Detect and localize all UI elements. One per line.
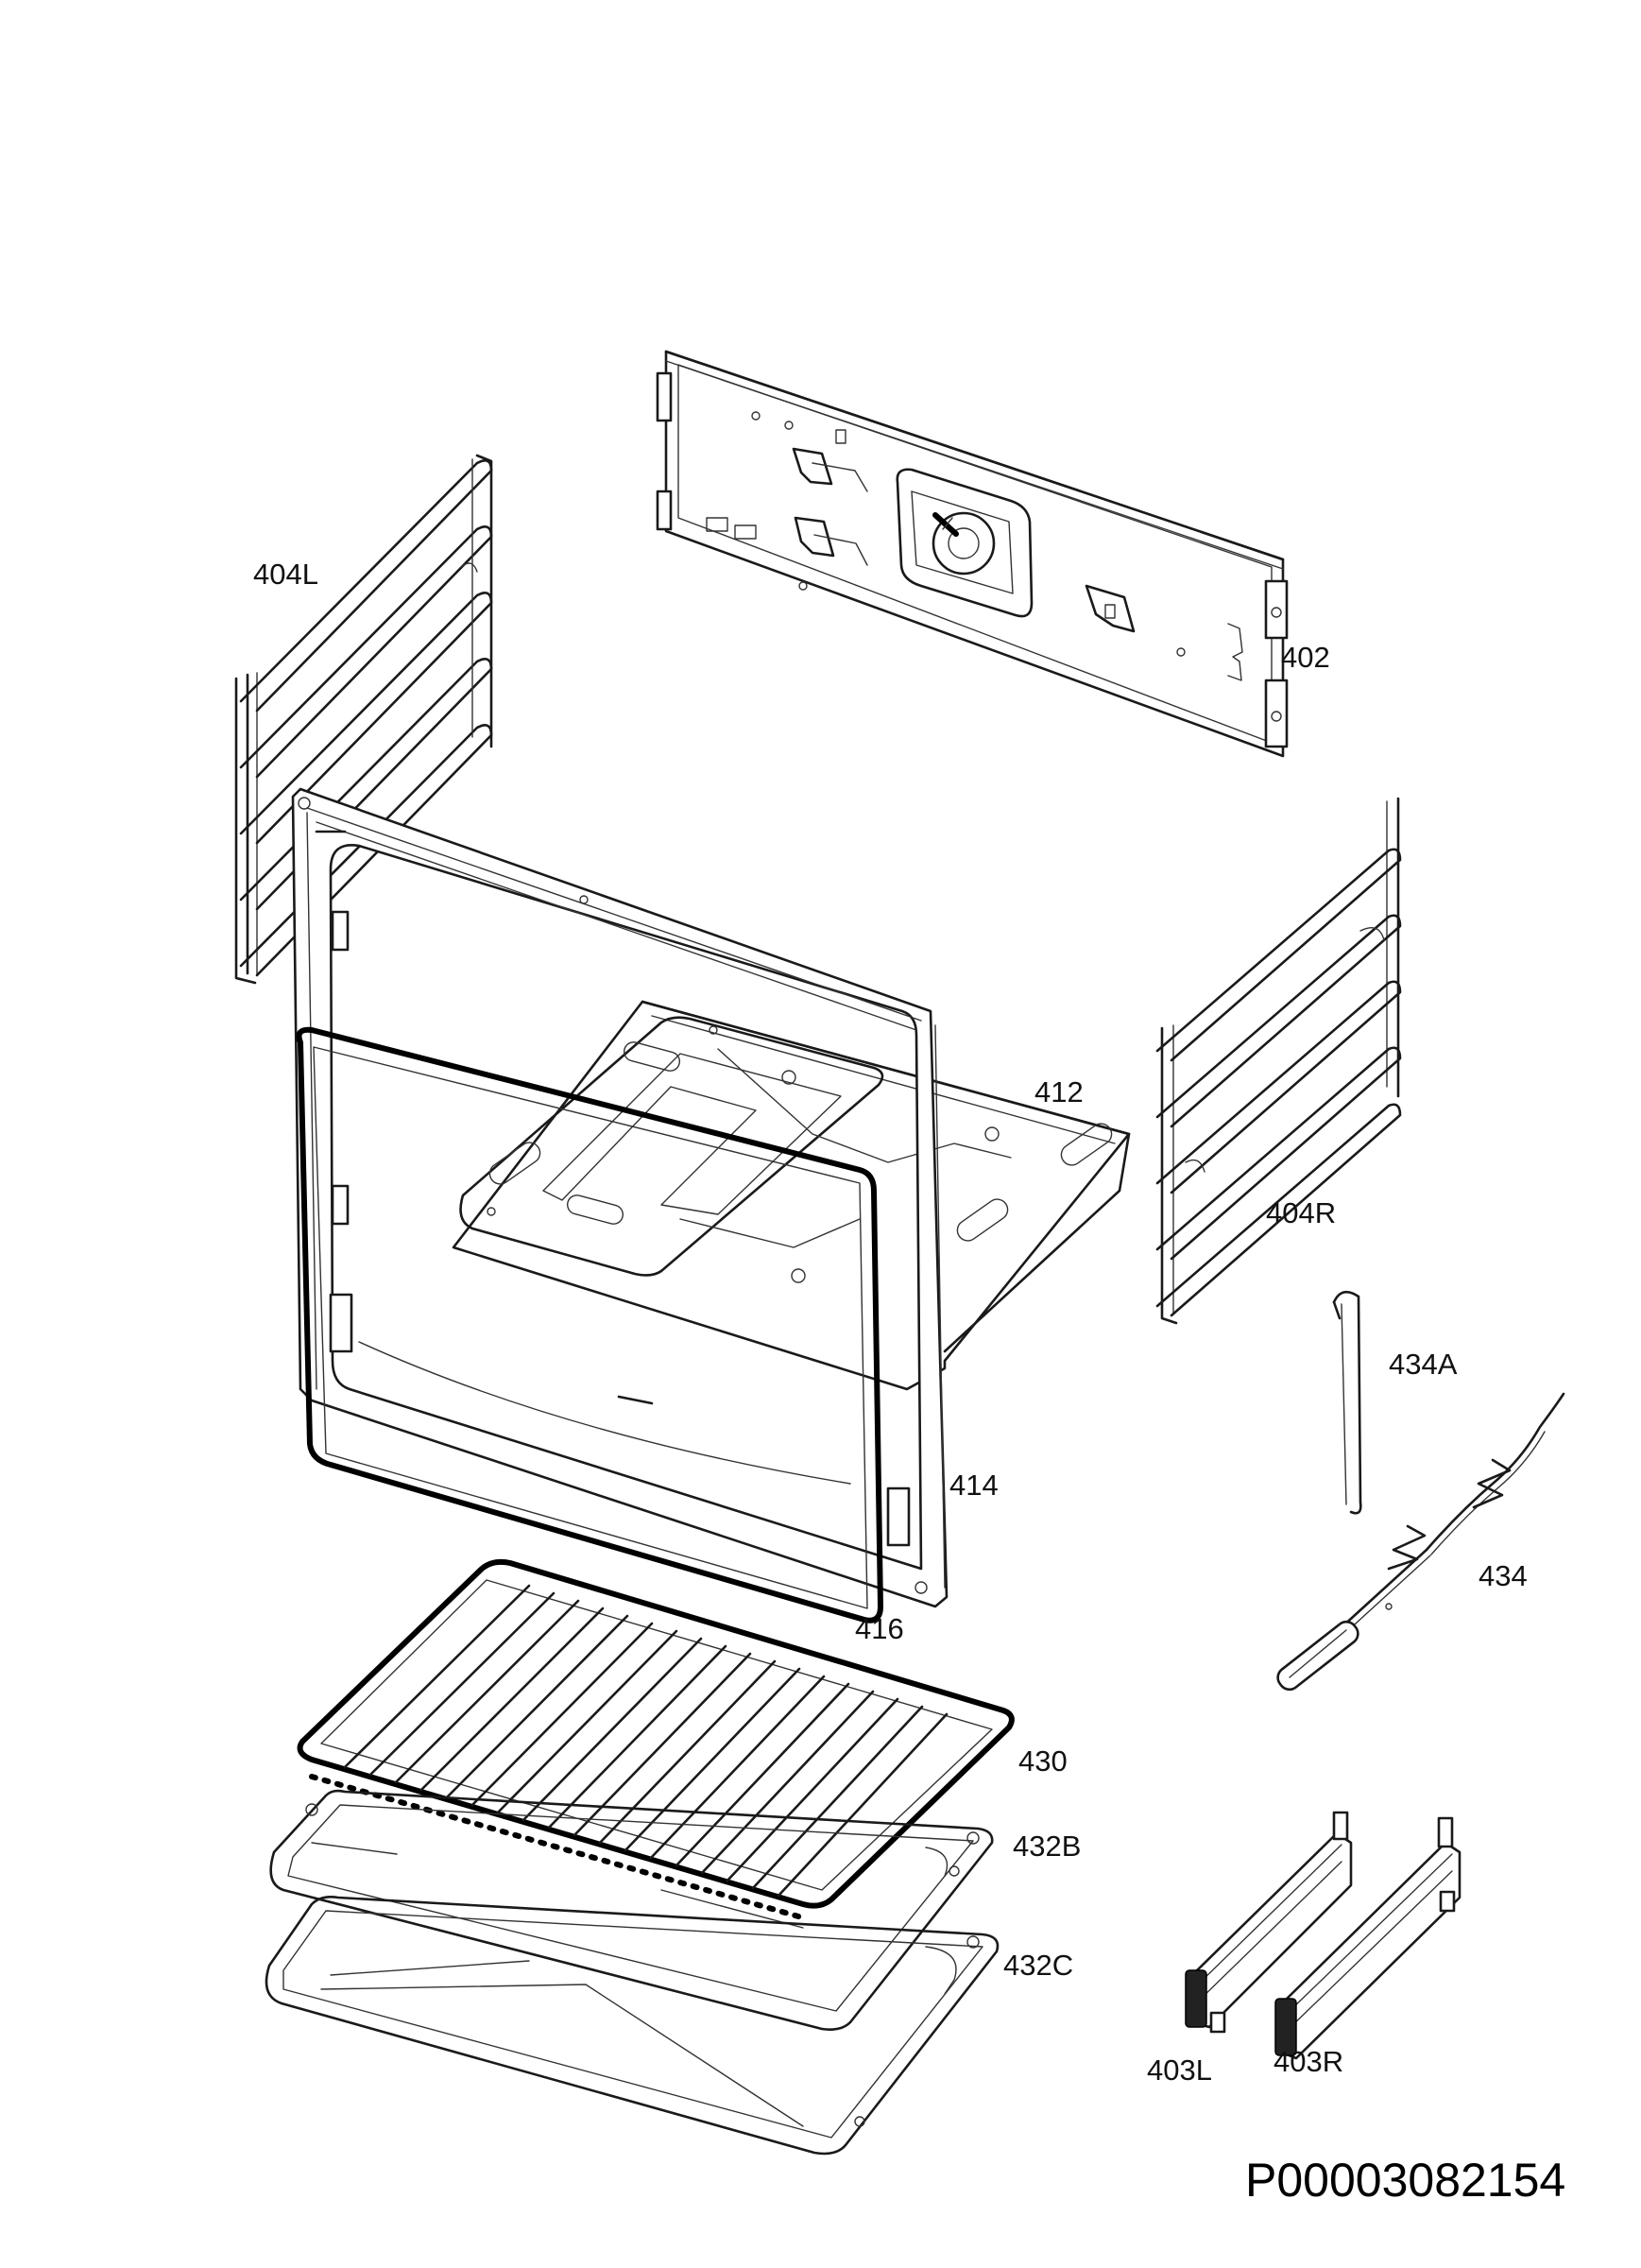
part-434A-hook [1332, 1290, 1362, 1515]
part-412-cavity-floor [452, 1000, 1131, 1391]
label-402: 402 [1281, 641, 1330, 674]
part-402-back-panel [656, 350, 1289, 758]
label-403R: 403R [1273, 2045, 1344, 2078]
label-432C: 432C [1003, 1949, 1074, 1982]
part-432B-baking-tray [269, 1789, 994, 2031]
label-404L: 404L [253, 558, 318, 591]
label-414: 414 [949, 1469, 999, 1502]
part-432C-deep-tray [265, 1896, 1000, 2156]
label-432B: 432B [1013, 1830, 1082, 1863]
drawing-code: P00003082154 [1245, 2154, 1566, 2207]
part-414-front-frame [291, 787, 949, 1608]
part-430-wire-shelf [297, 1558, 1015, 1921]
part-404L-left-shelf-support [234, 454, 493, 985]
part-403R-right-runner [1274, 1816, 1462, 2060]
part-434-meat-probe [1276, 1392, 1565, 1692]
label-403L: 403L [1147, 2053, 1212, 2087]
label-430: 430 [1018, 1744, 1068, 1778]
label-434: 434 [1479, 1559, 1528, 1592]
label-404R: 404R [1266, 1196, 1337, 1229]
label-416: 416 [855, 1612, 904, 1645]
label-412: 412 [1034, 1075, 1084, 1108]
part-403L-left-runner [1185, 1811, 1353, 2034]
part-404R-right-shelf-support [1155, 797, 1402, 1325]
label-434A: 434A [1389, 1348, 1458, 1381]
part-416-gasket [296, 1026, 883, 1624]
